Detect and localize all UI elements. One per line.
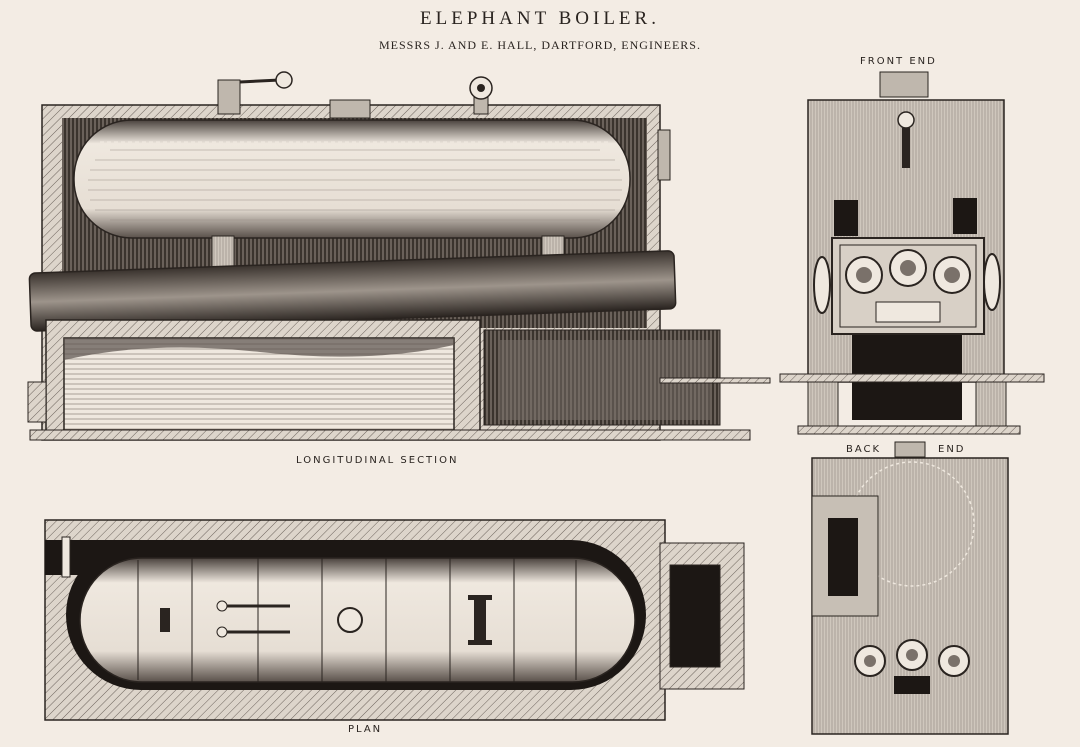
- diagram-title: ELEPHANT BOILER.: [420, 8, 660, 29]
- back-end-label-right: END: [938, 444, 966, 455]
- back-flue-opening: [828, 518, 858, 596]
- front-end-view: [779, 71, 1045, 435]
- plan-mounting-1: [160, 608, 170, 632]
- longitudinal-section-view: [27, 71, 771, 441]
- front-steam-pipe: [879, 71, 929, 98]
- safety-valve: [217, 79, 241, 115]
- front-wheel-left-icon: [813, 256, 831, 314]
- longitudinal-section-label: LONGITUDINAL SECTION: [296, 455, 459, 466]
- front-wheel-right-icon: [983, 253, 1001, 311]
- back-steam-pipe: [894, 441, 926, 458]
- plan-valve-icon: [337, 607, 363, 633]
- plan-label: PLAN: [348, 724, 383, 735]
- water-gauge: [657, 129, 671, 181]
- back-end-label-left: BACK: [846, 444, 882, 455]
- stop-valve: [329, 99, 371, 119]
- front-end-label: FRONT END: [860, 56, 937, 67]
- main-shell: [73, 119, 631, 239]
- shell-hatching: [88, 149, 622, 221]
- front-furnace-doors: [845, 249, 971, 294]
- plan-view: [44, 519, 745, 721]
- front-gauge-icon: [897, 111, 915, 129]
- diagram-subtitle: MESSRS J. AND E. HALL, DARTFORD, ENGINEE…: [379, 38, 701, 52]
- valve-weight-icon: [275, 71, 293, 89]
- plan-mounting-2: [474, 595, 486, 645]
- back-end-view: [811, 441, 1009, 735]
- plan-shell-seams: [137, 558, 577, 682]
